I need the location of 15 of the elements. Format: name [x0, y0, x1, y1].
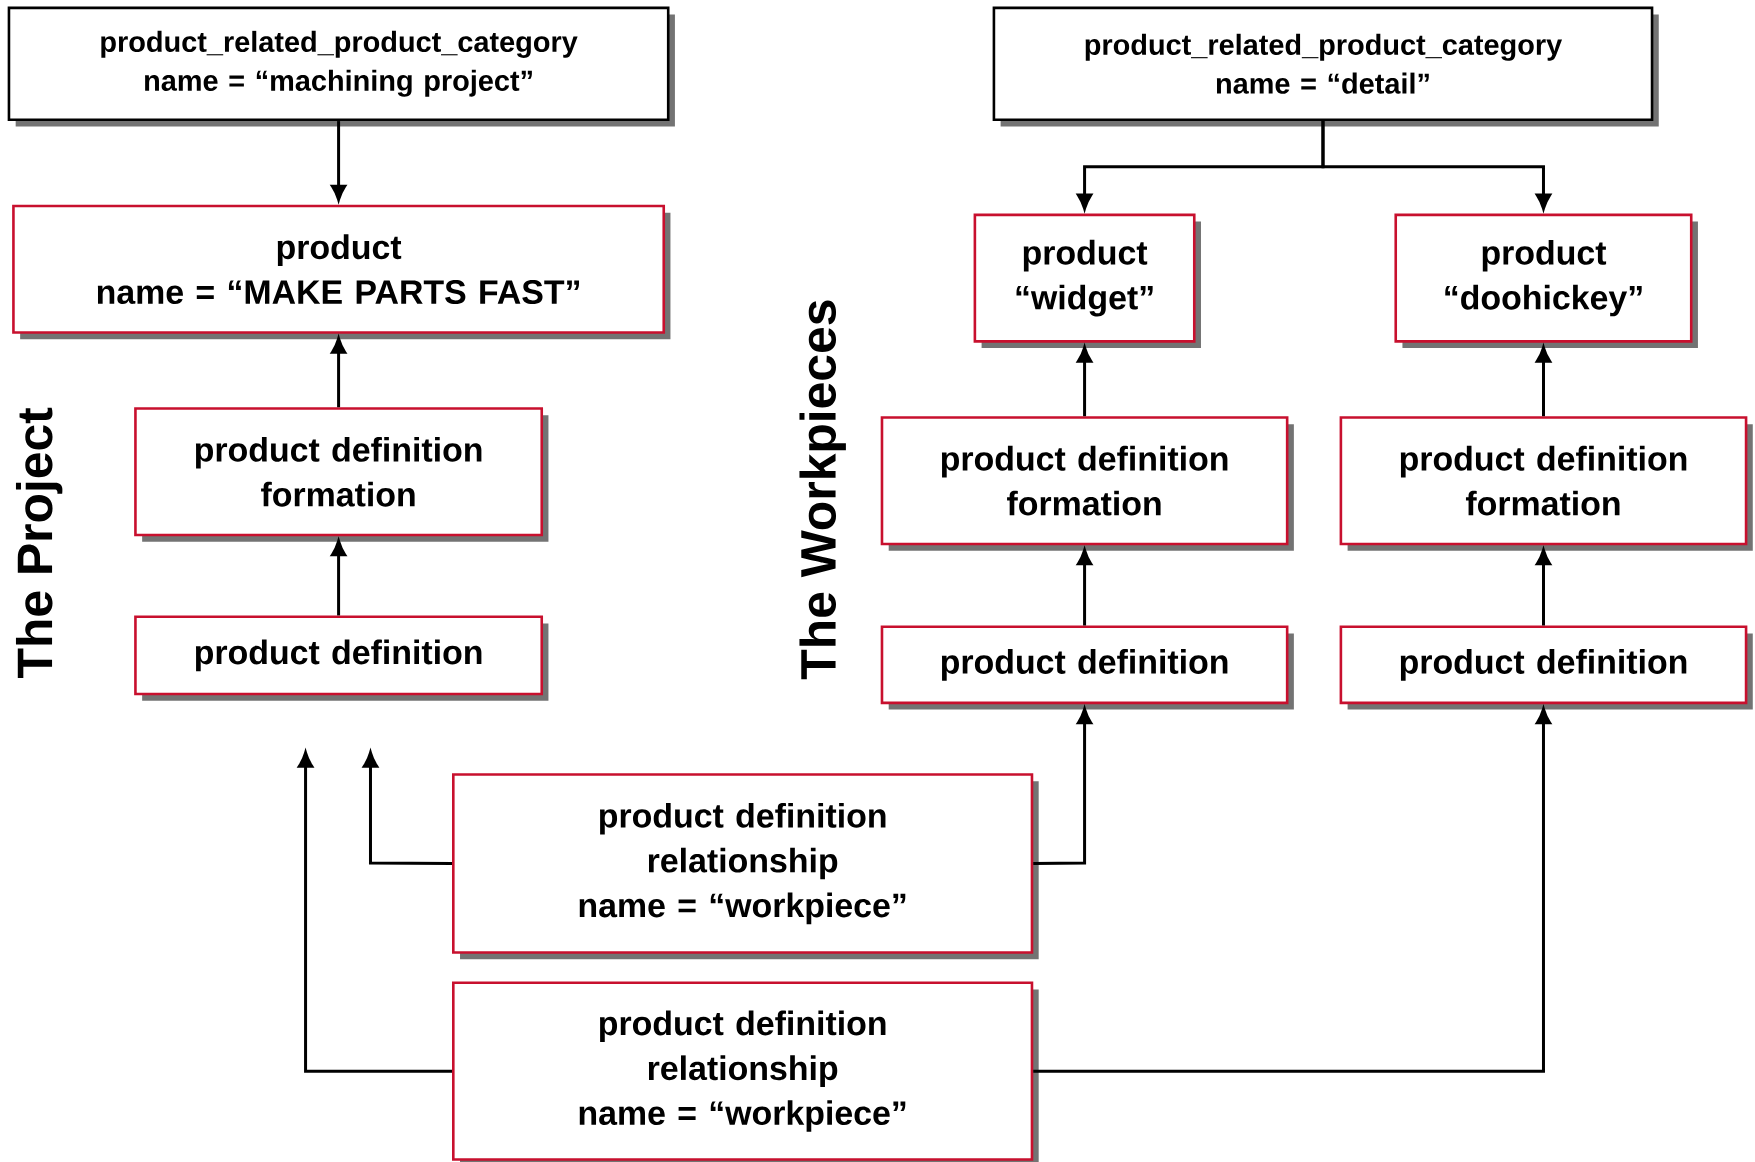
category-box: product_related_product_category name = “detail” [992, 6, 1659, 127]
section-label: The Workpieces [799, 300, 846, 680]
entity-box: product definition formation [1339, 416, 1753, 551]
entity-box: product name = “MAKE PARTS FAST” [12, 204, 671, 340]
entity-box: product definition formation [880, 416, 1294, 551]
entity-box: product definition formation [134, 407, 549, 542]
entity-box: product “widget” [973, 213, 1201, 349]
entity-box: product definition relationship name = “workpiece” [452, 773, 1039, 960]
entity-box: product “doohickey” [1394, 213, 1698, 349]
section-label: The Project [15, 407, 63, 678]
category-box: product_related_product_category name = “machining project” [7, 6, 675, 127]
entity-box: product definition relationship name = “workpiece” [452, 981, 1039, 1162]
entity-box: product definition [1339, 625, 1753, 710]
entity-box: product definition [880, 625, 1294, 710]
entity-box: product definition [134, 615, 549, 701]
